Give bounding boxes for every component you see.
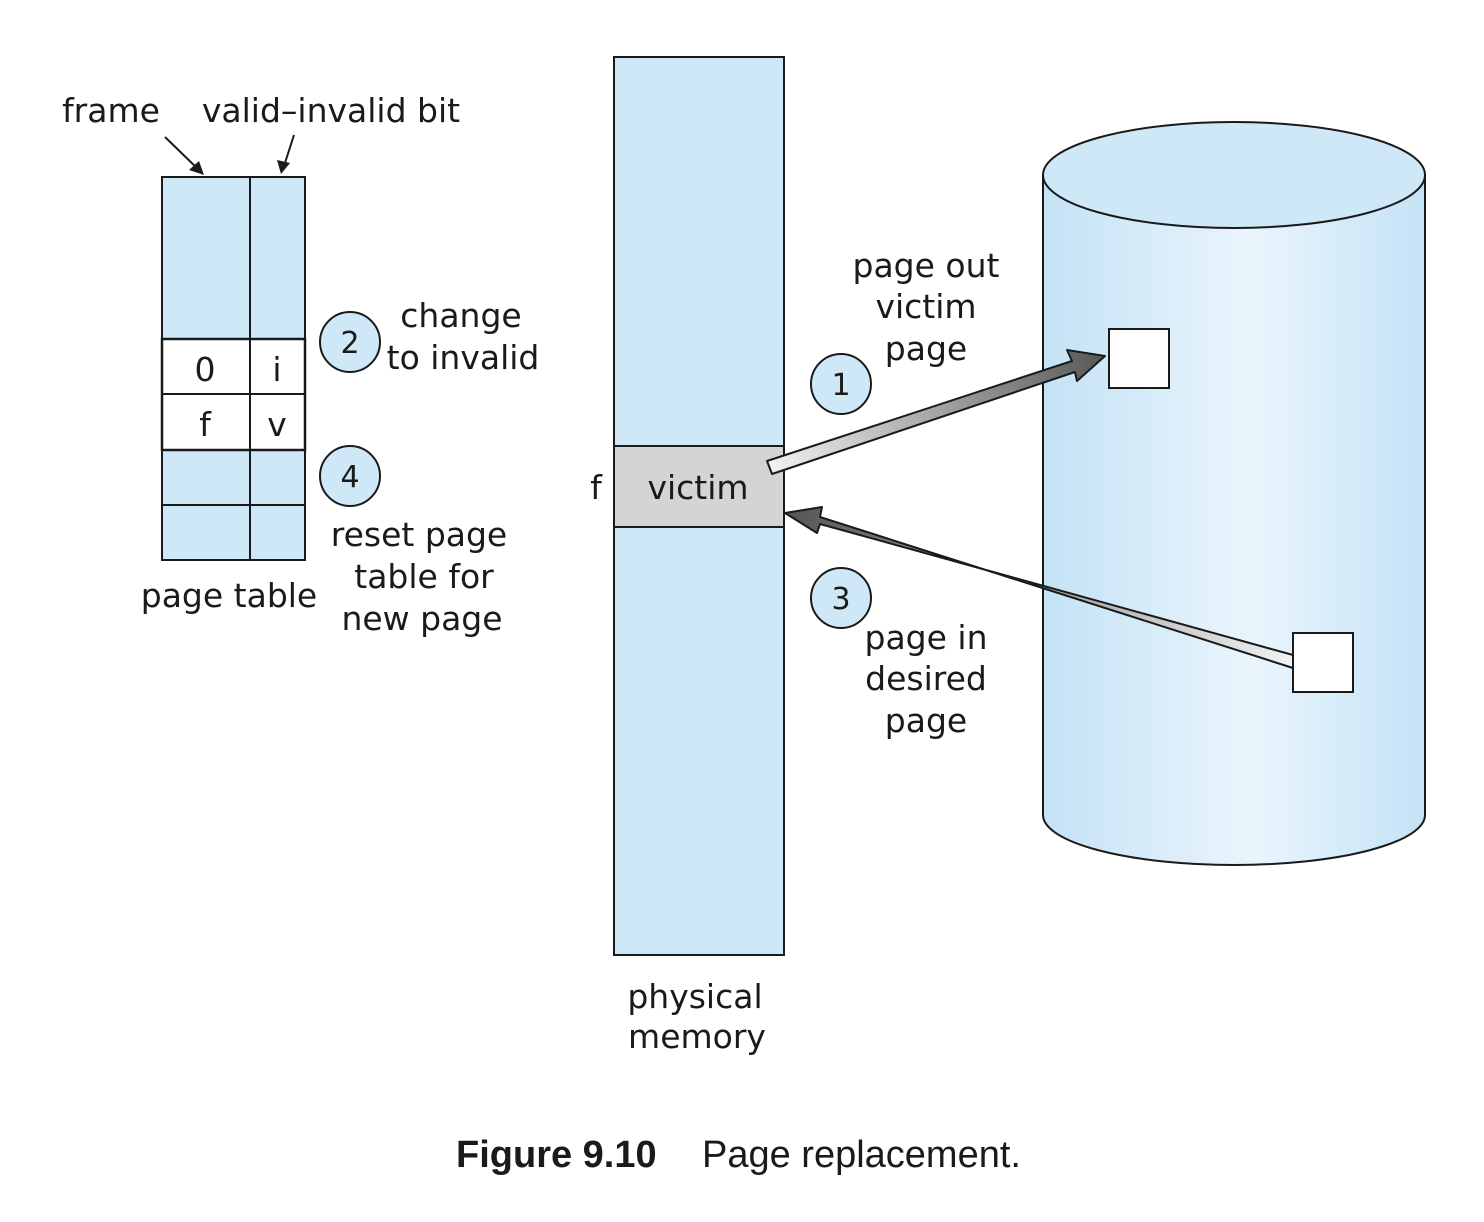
step-3-badge [810, 567, 872, 629]
physical-memory: victim f physical memory [590, 56, 785, 1056]
valid-bit-pointer-arrow [277, 134, 295, 174]
figure-caption: Figure 9.10 Page replacement. [456, 1134, 1021, 1176]
victim-label: victim [647, 468, 748, 507]
page-table-row1-bit: i [272, 350, 281, 389]
step-4-text-line3: new page [341, 599, 502, 638]
figure-caption-text: Page replacement. [702, 1134, 1021, 1176]
step-2-badge [319, 311, 381, 373]
frame-f-label: f [590, 468, 603, 507]
step-2-text-line1: change [400, 296, 521, 335]
step-4-text-line1: reset page [331, 515, 508, 554]
step-3-text-line1: page in [865, 618, 988, 657]
step-3: 3 page in desired page [810, 567, 988, 740]
step-4-text-line2: table for [354, 557, 494, 596]
frame-pointer-arrow [164, 136, 204, 175]
step-3-text-line3: page [885, 701, 967, 740]
figure-number: Figure 9.10 [456, 1134, 657, 1176]
step-1-number: 1 [831, 368, 850, 403]
physical-memory-title-line2: memory [628, 1017, 766, 1056]
page-out-arrow [766, 349, 1106, 475]
page-table-row1-frame: 0 [195, 350, 216, 389]
desired-page [1292, 632, 1354, 693]
step-2: 2 change to invalid [319, 296, 540, 377]
swapped-out-victim-page [1108, 328, 1170, 389]
step-1-badge [810, 353, 872, 415]
step-4-number: 4 [340, 460, 359, 495]
step-2-number: 2 [340, 326, 359, 361]
step-1-text-line2: victim [875, 287, 976, 326]
disk-body [1042, 174, 1426, 866]
step-3-number: 3 [831, 582, 850, 617]
step-2-text-line2: to invalid [387, 338, 540, 377]
page-in-arrow [784, 506, 1294, 669]
disk-top [1042, 121, 1426, 229]
physical-memory-title-line1: physical [627, 977, 762, 1016]
backing-store-disk [1042, 121, 1426, 866]
page-table-title: page table [141, 576, 318, 615]
step-1-text-line3: page [885, 329, 967, 368]
step-1: 1 page out victim page [810, 246, 1000, 415]
step-4: 4 reset page table for new page [319, 445, 508, 638]
valid-invalid-bit-label: valid–invalid bit [202, 91, 460, 130]
frame-label: frame [62, 91, 160, 130]
page-table: 0 i f v frame valid–invalid bit page tab… [62, 91, 460, 615]
victim-frame [613, 445, 785, 528]
page-table-row2-frame: f [199, 405, 212, 444]
step-1-text-line1: page out [853, 246, 1000, 285]
step-4-badge [319, 445, 381, 507]
page-table-row2-bit: v [267, 405, 287, 444]
step-3-text-line2: desired [865, 659, 987, 698]
